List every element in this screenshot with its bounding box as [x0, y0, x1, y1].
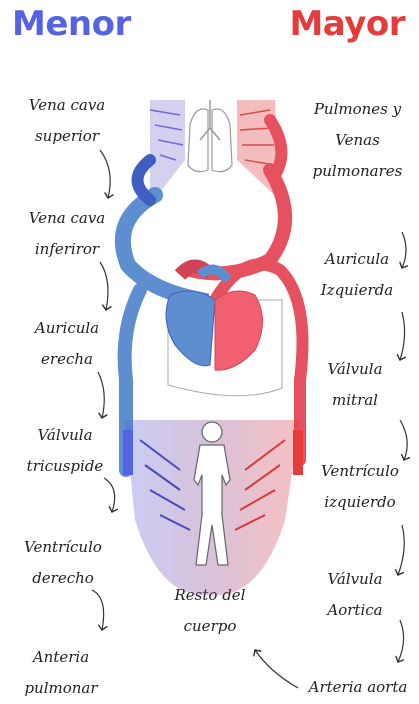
lungs-icon	[188, 100, 232, 172]
left-arrows	[92, 150, 115, 630]
